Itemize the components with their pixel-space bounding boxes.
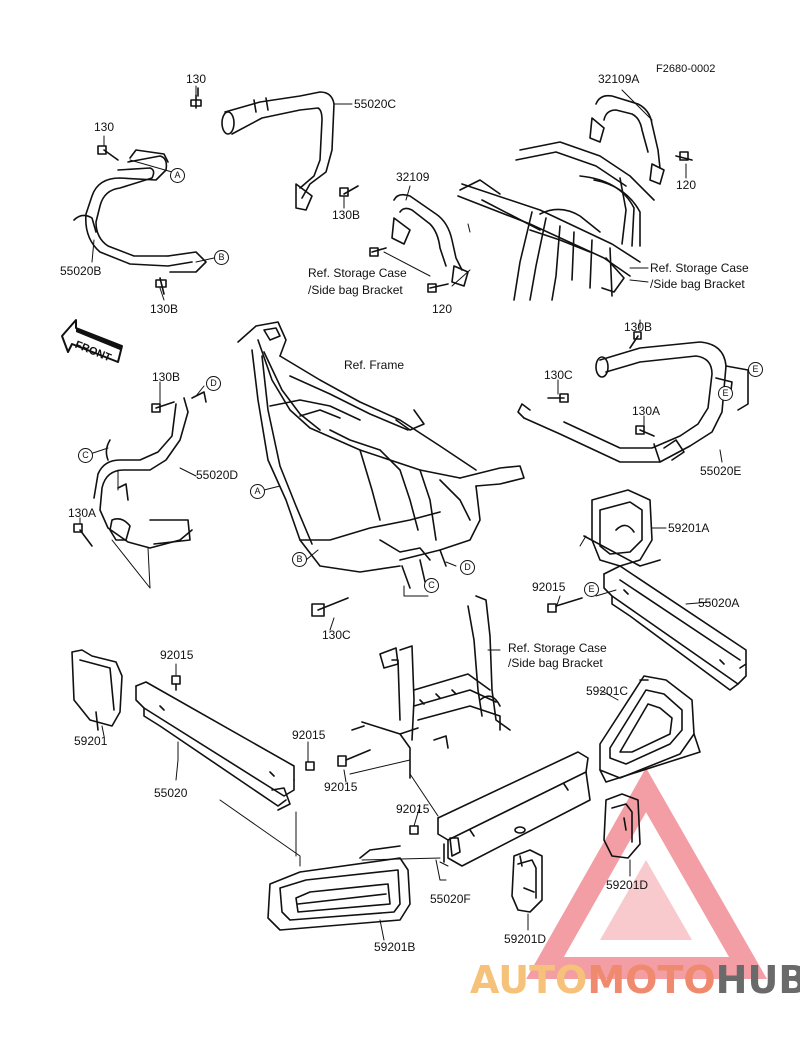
bumper-55020f (437, 751, 591, 867)
nut-92015-mid (305, 761, 315, 771)
label-92015-bottom: 92015 (396, 802, 430, 816)
label-59201b: 59201B (374, 940, 416, 954)
cover-59201a (583, 489, 661, 567)
label-130-left: 130 (94, 120, 115, 134)
bolt-130a-left (73, 523, 93, 547)
nut-92015-bottom (409, 825, 419, 835)
bolt-130b-right (629, 331, 642, 349)
callout-a-1: A (170, 168, 185, 183)
label-55020: 55020 (154, 786, 188, 800)
callout-a-2: A (250, 484, 265, 499)
watermark-hub: HUB (715, 958, 800, 1002)
label-120-center: 120 (432, 302, 453, 316)
ref-storage-case-1-line1: Ref. Storage Case (308, 266, 407, 280)
bolt-130b-leftmid (151, 401, 175, 413)
label-130-top: 130 (186, 72, 207, 86)
label-55020d: 55020D (196, 468, 239, 482)
leader-lines (79, 85, 723, 941)
label-59201d-lower: 59201D (504, 932, 547, 946)
label-130b-leftmid: 130B (152, 370, 181, 384)
label-130a-right: 130A (632, 404, 661, 418)
frame (237, 321, 525, 589)
bolt-130c-center (311, 597, 349, 617)
bolt-130a-right (635, 425, 655, 437)
label-130b-left: 130B (150, 302, 179, 316)
watermark-auto: AUTO (470, 958, 588, 1002)
bolt-130b-left (155, 277, 167, 295)
ref-frame: Ref. Frame (344, 358, 405, 372)
figure-code: F2680-0002 (656, 63, 716, 75)
label-59201c: 59201C (586, 684, 629, 698)
watermark-logo: AUTOMOTOHUB (470, 958, 800, 1002)
grab-handle-32109a (589, 94, 665, 185)
ref-storage-case-2-line1: Ref. Storage Case (650, 261, 749, 275)
center-bracket (351, 595, 511, 779)
label-55020f: 55020F (430, 892, 471, 906)
callout-e-2: E (718, 386, 733, 401)
label-59201d-upper: 59201D (606, 878, 649, 892)
nut-92015-left (171, 675, 181, 691)
label-130b-mid: 130B (332, 208, 361, 222)
label-92015-right: 92015 (532, 580, 566, 594)
nut-92015-right (547, 597, 583, 613)
label-130c-center: 130C (322, 628, 351, 642)
callout-d-1: D (206, 376, 221, 391)
bolt-130-top (190, 87, 202, 109)
ref-storage-case-2-line2: /Side bag Bracket (650, 277, 745, 291)
label-120-right: 120 (676, 178, 697, 192)
bolt-120-right (675, 151, 693, 161)
label-130b-right: 130B (624, 320, 653, 334)
ref-storage-case-1-line2: /Side bag Bracket (308, 283, 403, 297)
label-59201: 59201 (74, 734, 108, 748)
callout-c-2: C (424, 578, 439, 593)
guard-55020d (93, 391, 207, 549)
bolt-130-left (97, 145, 119, 161)
bolt-130b-mid (339, 185, 359, 197)
label-32109a: 32109A (598, 72, 640, 86)
callout-b-1: B (214, 250, 229, 265)
bolt-130c-right (547, 393, 569, 403)
grab-handle-32109 (391, 193, 469, 287)
label-55020c: 55020C (354, 97, 397, 111)
ref-storage-case-3-line1: Ref. Storage Case (508, 641, 607, 655)
callout-e-1: E (748, 362, 763, 377)
bumper-55020a (603, 565, 747, 691)
rear-rack (457, 141, 655, 301)
guard-55020c (221, 91, 335, 211)
bumper-55020 (135, 681, 295, 811)
label-92015-low: 92015 (324, 780, 358, 794)
label-55020b: 55020B (60, 264, 102, 278)
callout-e-3: E (584, 582, 599, 597)
cover-59201c (599, 675, 701, 783)
bolt-storage-1 (369, 247, 387, 257)
label-32109: 32109 (396, 170, 430, 184)
label-55020a: 55020A (698, 596, 740, 610)
label-130a-left: 130A (68, 506, 97, 520)
label-92015-left: 92015 (160, 648, 194, 662)
callout-b-2: B (292, 552, 307, 567)
guard-55020b (73, 149, 207, 273)
callout-d-2: D (460, 560, 475, 575)
front-arrow-icon (61, 319, 123, 363)
label-130c-right: 130C (544, 368, 573, 382)
cover-59201 (71, 649, 123, 731)
bolt-120-center (427, 283, 449, 293)
cover-59201d-lower (511, 849, 543, 913)
cover-59201b (267, 845, 411, 931)
nut-92015-low (337, 749, 371, 767)
cover-59201d-upper (603, 793, 641, 859)
label-59201a: 59201A (668, 521, 710, 535)
callout-c-1: C (78, 448, 93, 463)
guard-55020e (517, 341, 749, 463)
ref-storage-case-3-line2: /Side bag Bracket (508, 656, 603, 670)
label-92015-mid: 92015 (292, 728, 326, 742)
label-55020e: 55020E (700, 464, 742, 478)
watermark-moto: MOTO (587, 958, 716, 1002)
